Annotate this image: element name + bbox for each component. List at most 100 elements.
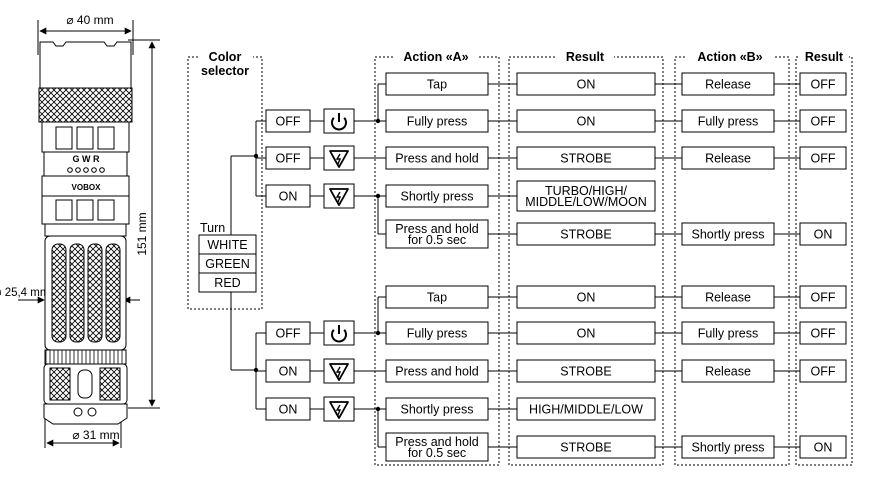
result-a-strobe: STROBE <box>516 359 656 383</box>
color-selector-header-line2: selector <box>201 64 249 78</box>
flash-beam-shape <box>329 401 349 419</box>
state-box-off-text: OFF <box>276 326 301 340</box>
flash-beam-shape <box>329 188 349 206</box>
result-b-off-text: OFF <box>811 364 836 378</box>
action-b-fully-press-text: Fully press <box>698 114 758 128</box>
flash-mode-icon <box>323 396 355 422</box>
state-box-on-text: ON <box>279 402 298 416</box>
flash-bolt-shape <box>335 191 342 203</box>
action-b-shortly-press-text: Shortly press <box>692 440 765 454</box>
flash-mode-icon <box>323 145 355 171</box>
result-a-strobe-text: STROBE <box>560 151 611 165</box>
result-b-off: OFF <box>799 359 847 383</box>
action-b-header: Action «B» <box>697 50 762 64</box>
action-a-tap: Tap <box>385 285 489 309</box>
state-box-on: ON <box>265 397 311 421</box>
result-a-strobe: STROBE <box>516 146 656 170</box>
height-dimension: 151 mm <box>135 212 149 255</box>
color-option-red-frame <box>198 272 257 293</box>
color-option-white[interactable]: WHITE <box>198 234 257 255</box>
action-b-release-text: Release <box>705 364 751 378</box>
action-b-shortly-press-text: Shortly press <box>692 227 765 241</box>
result-a-strobe-text: STROBE <box>560 364 611 378</box>
power-icon <box>323 108 355 134</box>
color-selector-header-line1: Color <box>209 50 242 64</box>
result-a-on: ON <box>516 72 656 96</box>
result-a-strobe-text: STROBE <box>560 440 611 454</box>
state-box-off: OFF <box>265 109 311 133</box>
state-box-on: ON <box>265 359 311 383</box>
action-a-shortly-press: Shortly press <box>385 184 489 208</box>
result-a-on: ON <box>516 109 656 133</box>
result-b-off-text: OFF <box>811 290 836 304</box>
flash-mode-icon <box>323 358 355 384</box>
result-a-turbo-high-middle-low-moon: TURBO/HIGH/MIDDLE/LOW/MOON <box>516 180 656 212</box>
result-b-on: ON <box>799 222 847 246</box>
result-a-on-text: ON <box>577 77 596 91</box>
power-arc <box>331 117 347 131</box>
action-a-tap-text: Tap <box>427 77 447 91</box>
state-box-off-text: OFF <box>276 151 301 165</box>
action-a-press-and-hold: Press and hold <box>385 359 489 383</box>
result-a-turbo-high-middle-low-moon-text: MIDDLE/LOW/MOON <box>525 195 647 209</box>
result-a-on-text: ON <box>577 290 596 304</box>
action-b-release-text: Release <box>705 77 751 91</box>
action-a-press-and-hold-text: Press and hold <box>395 151 478 165</box>
action-a-press-and-hold-for-0-5-sec-frame <box>385 219 489 249</box>
flashlight-drawing: ⌀ 40 mm 151 mm ⌀ 25,4 mm ⌀ 31 mm G W R V… <box>0 13 160 448</box>
result-b-off: OFF <box>799 109 847 133</box>
result-a-on: ON <box>516 285 656 309</box>
flash-bolt-shape <box>335 153 342 165</box>
result-b-off-text: OFF <box>811 151 836 165</box>
state-box-off-text: OFF <box>276 114 301 128</box>
state-box-off: OFF <box>265 146 311 170</box>
result-b-header: Result <box>805 50 844 64</box>
result-a-on-text: ON <box>577 326 596 340</box>
flash-bolt-shape <box>335 404 342 416</box>
action-a-shortly-press: Shortly press <box>385 397 489 421</box>
action-a-fully-press: Fully press <box>385 109 489 133</box>
action-a-fully-press: Fully press <box>385 321 489 345</box>
action-a-shortly-press-text: Shortly press <box>401 189 474 203</box>
result-b-off-frame <box>799 359 847 383</box>
action-a-press-and-hold-for-0-5-sec-text: for 0.5 sec <box>408 233 466 247</box>
state-box-on: ON <box>265 184 311 208</box>
action-a-tap-text: Tap <box>427 290 447 304</box>
result-b-off-frame <box>799 146 847 170</box>
result-a-header: Result <box>566 50 605 64</box>
action-a-press-and-hold-for-0-5-sec-text: for 0.5 sec <box>408 446 466 460</box>
action-b-fully-press: Fully press <box>681 109 775 133</box>
action-b-shortly-press: Shortly press <box>681 222 775 246</box>
tail-diameter-dimension: ⌀ 31 mm <box>72 428 119 442</box>
color-option-green[interactable]: GREEN <box>198 253 257 274</box>
action-b-shortly-press: Shortly press <box>681 435 775 459</box>
state-box-on-text: ON <box>279 364 298 378</box>
result-b-on-text: ON <box>814 227 833 241</box>
action-b-release-text: Release <box>705 151 751 165</box>
action-b-release: Release <box>681 359 775 383</box>
color-option-red[interactable]: RED <box>198 272 257 293</box>
state-box-off: OFF <box>265 321 311 345</box>
action-a-tap: Tap <box>385 72 489 96</box>
result-b-off: OFF <box>799 72 847 96</box>
action-b-release: Release <box>681 146 775 170</box>
result-b-off-frame <box>799 321 847 345</box>
action-a-shortly-press-text: Shortly press <box>401 402 474 416</box>
action-b-release: Release <box>681 285 775 309</box>
flash-beam-shape <box>329 363 349 381</box>
result-b-off: OFF <box>799 321 847 345</box>
brand-marking: VOBOX <box>72 183 102 192</box>
color-option-red-text: RED <box>214 276 240 290</box>
color-option-white-text: WHITE <box>207 238 247 252</box>
head-diameter-dimension: ⌀ 25,4 mm <box>0 287 49 299</box>
result-a-high-middle-low-text: HIGH/MIDDLE/LOW <box>529 402 643 416</box>
result-b-off-frame <box>799 72 847 96</box>
result-b-on-frame <box>799 222 847 246</box>
width-dimension: ⌀ 40 mm <box>66 13 113 27</box>
result-b-off-text: OFF <box>811 326 836 340</box>
result-a-strobe: STROBE <box>516 435 656 459</box>
